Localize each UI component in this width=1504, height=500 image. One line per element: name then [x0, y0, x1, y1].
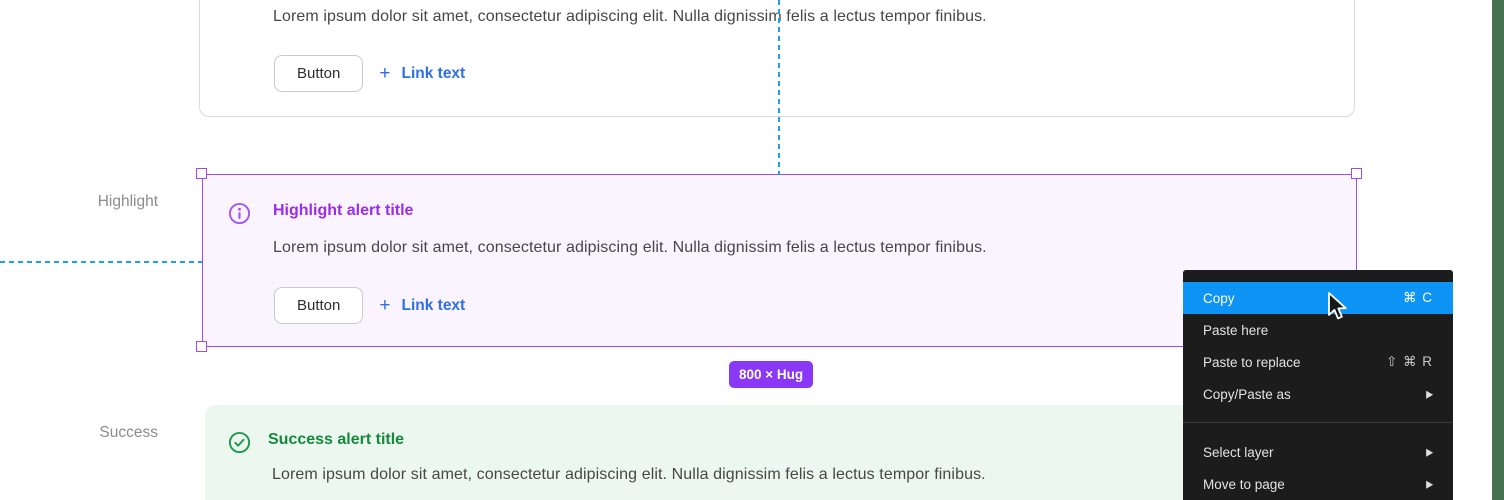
- menu-item-paste-here[interactable]: Paste here: [1183, 314, 1453, 346]
- menu-shortcut: ⌘ C: [1403, 290, 1433, 305]
- alert-body-text: Lorem ipsum dolor sit amet, consectetur …: [273, 239, 987, 256]
- context-menu: Copy ⌘ C Paste here Paste to replace ⇧ ⌘…: [1183, 270, 1453, 500]
- submenu-arrow-icon: ▶: [1426, 477, 1433, 490]
- size-badge: 800 × Hug: [729, 361, 814, 388]
- alert-link[interactable]: + Link text: [379, 296, 465, 315]
- menu-item-copy[interactable]: Copy ⌘ C: [1183, 282, 1453, 314]
- menu-separator: [1183, 422, 1453, 423]
- alert-body-text: Lorem ipsum dolor sit amet, consectetur …: [273, 8, 987, 25]
- submenu-arrow-icon: ▶: [1426, 387, 1433, 400]
- info-icon: [228, 202, 251, 225]
- menu-item-label: Copy: [1203, 290, 1235, 306]
- menu-item-label: Select layer: [1203, 444, 1274, 460]
- section-label-success: Success: [99, 424, 158, 441]
- section-label-highlight: Highlight: [97, 193, 158, 210]
- menu-item-paste-to-replace[interactable]: Paste to replace ⇧ ⌘ R: [1183, 346, 1453, 378]
- alert-body-text: Lorem ipsum dolor sit amet, consectetur …: [272, 466, 986, 483]
- link-label: Link text: [401, 64, 466, 82]
- mouse-cursor-icon: [1326, 291, 1352, 328]
- check-circle-icon: [228, 431, 251, 454]
- alert-button[interactable]: Button: [274, 287, 364, 324]
- selection-handle-top-right[interactable]: [1351, 168, 1362, 179]
- alert-card-default[interactable]: Lorem ipsum dolor sit amet, consectetur …: [199, 0, 1355, 117]
- menu-item-label: Paste to replace: [1203, 354, 1301, 370]
- selection-handle-top-left[interactable]: [196, 168, 207, 179]
- menu-item-label: Copy/Paste as: [1203, 386, 1291, 402]
- alert-card-highlight[interactable]: Highlight alert title Lorem ipsum dolor …: [202, 174, 1357, 347]
- selection-handle-bottom-left[interactable]: [196, 341, 207, 352]
- submenu-arrow-icon: ▶: [1426, 445, 1433, 458]
- plus-icon: +: [379, 63, 391, 84]
- menu-shortcut: ⇧ ⌘ R: [1385, 354, 1433, 369]
- alert-title: Highlight alert title: [273, 202, 414, 219]
- menu-item-label: Paste here: [1203, 322, 1269, 338]
- vertical-guide-line: [778, 0, 780, 175]
- menu-item-copy-paste-as[interactable]: Copy/Paste as ▶: [1183, 378, 1453, 410]
- page-preview-strip: [1492, 0, 1504, 500]
- plus-icon: +: [379, 295, 391, 316]
- alert-link[interactable]: + Link text: [379, 64, 465, 83]
- menu-item-label: Move to page: [1203, 476, 1285, 492]
- alert-title: Success alert title: [268, 431, 405, 448]
- menu-item-move-to-page[interactable]: Move to page ▶: [1183, 468, 1453, 500]
- link-label: Link text: [401, 296, 466, 314]
- alert-card-success[interactable]: Success alert title Lorem ipsum dolor si…: [205, 405, 1357, 500]
- alert-button[interactable]: Button: [274, 55, 364, 92]
- menu-item-select-layer[interactable]: Select layer ▶: [1183, 436, 1453, 468]
- horizontal-guide-line: [0, 261, 202, 263]
